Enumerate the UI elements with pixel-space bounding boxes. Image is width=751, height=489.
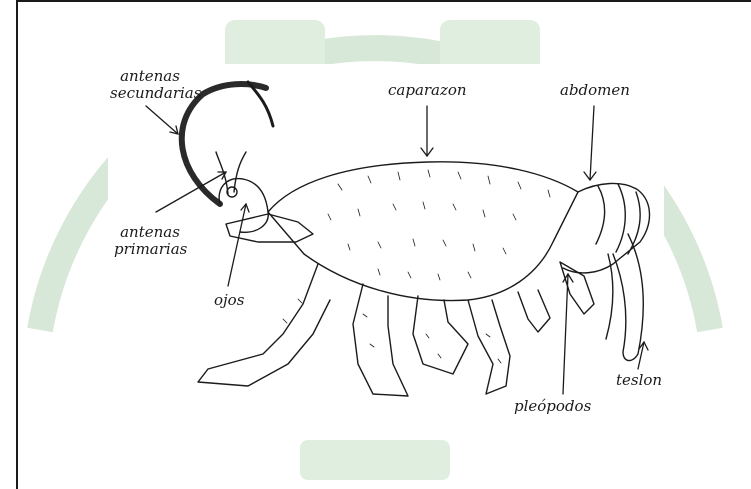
- figure-panel: antenas secundarias caparazon abdomen an…: [108, 64, 664, 436]
- label-caparazon: caparazon: [388, 82, 467, 99]
- arrow-ojos: [228, 204, 246, 286]
- leg-5: [518, 290, 550, 332]
- label-antenas-secundarias: antenas secundarias: [110, 68, 190, 102]
- crustacean-diagram: [108, 64, 664, 436]
- label-ojos: ojos: [214, 292, 244, 309]
- label-teslon: teslon: [616, 372, 662, 389]
- leg-3: [413, 296, 468, 374]
- arrow-abdomen: [590, 106, 594, 180]
- label-antenas-primarias: antenas primarias: [114, 224, 186, 258]
- eye: [227, 187, 237, 197]
- label-antenas-secundarias-line2: secundarias: [110, 85, 190, 102]
- arrow-antenas-secundarias: [146, 106, 178, 134]
- label-antenas-secundarias-line1: antenas: [110, 68, 190, 85]
- label-abdomen: abdomen: [560, 82, 630, 99]
- label-antenas-primarias-line2: primarias: [114, 241, 186, 258]
- leg-2: [353, 284, 408, 396]
- leg-4: [468, 300, 510, 394]
- label-antenas-primarias-line1: antenas: [114, 224, 186, 241]
- leg-1: [198, 264, 330, 386]
- secondary-antenna: [182, 84, 266, 204]
- arrow-pleopodos: [563, 274, 568, 394]
- label-pleopodos: pleópodos: [514, 398, 591, 415]
- carapace: [268, 162, 578, 301]
